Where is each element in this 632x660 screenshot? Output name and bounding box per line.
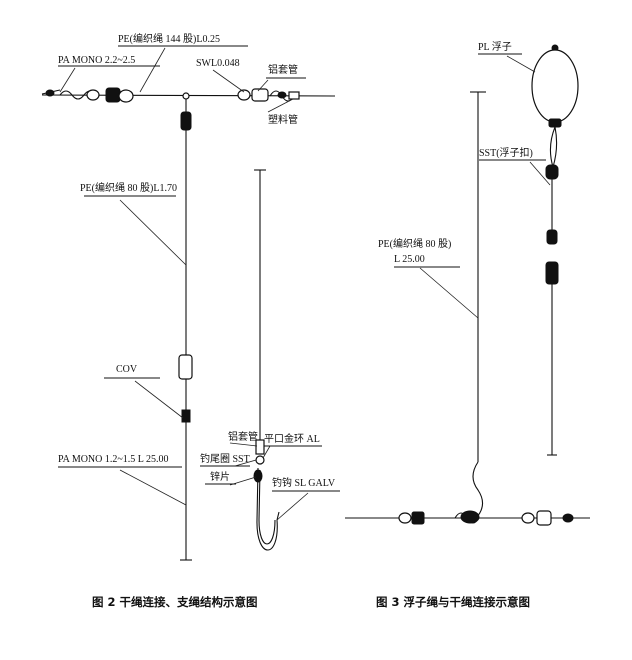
main-line-fig3 [345,510,590,526]
leader-ring [262,445,271,459]
float-rope-loop [549,126,558,169]
bead-left-2 [118,89,134,103]
label-sst: SST(浮子扣) [479,146,533,159]
left-bead [86,89,100,101]
leader-pa-mono-top [59,67,76,93]
fig3-leaders [419,55,551,319]
label-plastic-tube: 塑料管 [268,113,298,126]
label-pa-mono-top: PA MONO 2.2~2.5 [58,55,135,66]
label-swl: SWL0.048 [196,58,240,69]
plastic-tube [288,91,300,100]
leader-pa-mono-bottom [119,469,187,506]
figure-2-caption: 图 2 干绳连接、支绳结构示意图 [92,595,258,609]
leader-pe-main [139,47,166,93]
label-ring: 平口金环 AL [264,432,320,445]
fig3-swivel-left [411,511,425,525]
label-pa-mono-bottom: PA MONO 1.2~1.5 L 25.00 [58,454,169,465]
leader-hook-eye [234,459,257,467]
cov-swivel [181,409,191,423]
figure-3-caption: 图 3 浮子绳与干绳连接示意图 [376,595,530,609]
fig2-leaders [59,47,309,521]
leader-float [506,55,536,73]
hook-shank [256,467,280,551]
aluminum-sleeve-top [251,88,269,102]
fig3-right-knot [562,513,574,523]
fig3-labels: PL 浮子 SST(浮子扣) PE(编织绳 80 股) L 25.00 [378,41,546,268]
float-swivel [545,261,559,285]
fig3-center-knot [460,510,480,524]
leader-pe-branch [119,199,187,266]
label-lead-piece: 锌片 [210,470,230,483]
fig2-labels: PE(编织绳 144 股)L0.25 PA MONO 2.2~2.5 SWL0.… [58,32,340,492]
hook-sleeve [255,439,265,455]
fig3-sleeve-right [536,510,552,526]
label-pe-line: PE(编织绳 80 股) [378,237,451,250]
label-pe-main: PE(编织绳 144 股)L0.25 [118,32,220,45]
main-line [41,87,336,103]
label-hook: 钓钩 SL GALV [272,476,336,489]
sst-clip-lower [546,229,558,245]
float-rope [470,91,486,519]
figure-3: PL 浮子 SST(浮子扣) PE(编织绳 80 股) L 25.00 图 3 … [345,41,590,609]
branch-swivel [180,111,192,131]
leader-sst [529,161,551,186]
left-knot [45,89,55,97]
leader-plastic-tube [267,98,294,113]
fig3-bead-left [398,512,412,524]
label-pe-branch: PE(编织绳 80 股)L1.70 [80,181,177,194]
leader-swl [212,69,245,93]
hook-assembly [253,169,280,551]
leader-cov [134,380,184,419]
label-length: L 25.00 [394,254,425,265]
branch-snap-ring [182,92,190,100]
float-rope-knot [472,461,484,519]
hook-ring [255,455,265,465]
float-bottom-cap [548,118,562,128]
leader-pe-line [419,267,479,319]
leader-hook [276,492,309,521]
leader-sleeve-bottom [229,442,258,447]
label-hook-eye: 钓尾圈 SST [200,452,250,465]
label-float: PL 浮子 [478,41,512,53]
right-knot [277,91,287,99]
float-body [531,49,579,123]
bead-right [237,89,251,101]
leader-sleeve-top [257,79,269,92]
fig3-bead-right [521,512,535,524]
branch-line [178,92,193,561]
label-cov: COV [116,364,138,375]
sst-clip-top [545,164,559,180]
figure-2: PE(编织绳 144 股)L0.25 PA MONO 2.2~2.5 SWL0.… [41,32,340,609]
label-sleeve-bottom: 铝套管 [228,430,258,443]
label-sleeve-top: 铝套管 [268,63,298,76]
float-assembly [531,44,579,456]
cov-sleeve [178,354,193,380]
swivel-left [105,87,121,103]
hook-inner [258,469,276,545]
